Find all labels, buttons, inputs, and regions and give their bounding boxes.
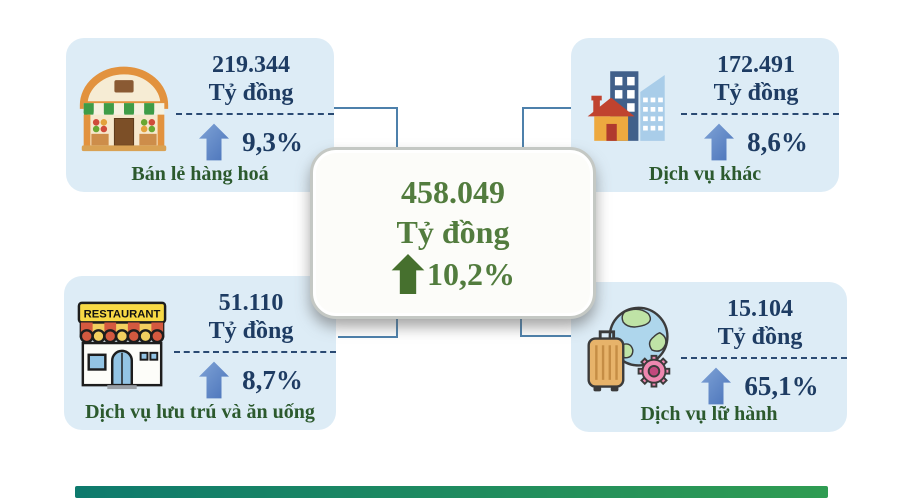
total-growth-row: 10,2% <box>391 254 515 294</box>
card-content: 172.491 Tỷ đồng 8,6% <box>571 38 839 192</box>
connector-top-right-vertical <box>522 107 524 151</box>
card-dich-vu-lu-hanh: 15.104 Tỷ đồng 65,1% Dịch vụ lữ hành <box>571 282 847 432</box>
total-change: 10,2% <box>427 255 515 292</box>
card-dich-vu-khac: 172.491 Tỷ đồng 8,6% Dịch vụ khác <box>571 38 839 192</box>
total-value: 458.049 <box>401 174 505 210</box>
connector-top-left-vertical <box>396 107 398 151</box>
card-dich-vu-luu-tru-va-an-uong: RESTAURANT <box>64 276 336 430</box>
card-value: 172.491 <box>717 52 795 78</box>
total-box: 458.049 Tỷ đồng 10,2% <box>310 147 596 319</box>
restaurant-icon: RESTAURANT <box>70 284 174 430</box>
card-unit: Tỷ đồng <box>713 79 799 106</box>
card-content: RESTAURANT <box>64 276 336 430</box>
card-stats: 15.104 Tỷ đồng 65,1% <box>681 290 847 432</box>
card-label: Dịch vụ khác <box>648 163 762 185</box>
card-unit: Tỷ đồng <box>208 79 294 106</box>
connector-bottom-right-horizontal <box>520 335 573 337</box>
card-ban-le-hang-hoa: 219.344 Tỷ đồng 9,3% Bán lẻ hàng hoá <box>66 38 334 192</box>
dashed-divider <box>174 351 336 354</box>
up-arrow-icon <box>704 123 735 161</box>
connector-bottom-left-horizontal <box>338 336 398 338</box>
connector-top-left-horizontal <box>332 107 398 109</box>
card-unit: Tỷ đồng <box>717 323 803 350</box>
up-arrow-icon <box>701 367 732 405</box>
card-label: Dịch vụ lữ hành <box>640 403 778 425</box>
card-unit: Tỷ đồng <box>208 317 294 344</box>
dashed-divider <box>681 357 847 360</box>
growth-row: 9,3% <box>176 122 326 162</box>
card-stats: 219.344 Tỷ đồng 9,3% <box>176 46 334 192</box>
travel-icon <box>577 290 681 432</box>
buildings-icon <box>577 46 681 192</box>
connector-bottom-left-vertical <box>396 310 398 338</box>
card-value: 15.104 <box>727 296 793 322</box>
total-unit: Tỷ đồng <box>396 214 510 250</box>
card-content: 15.104 Tỷ đồng 65,1% <box>571 282 847 432</box>
connector-bottom-right-vertical <box>520 310 522 337</box>
card-label: Bán lẻ hàng hoá <box>131 163 269 185</box>
growth-row: 65,1% <box>681 366 839 406</box>
growth-row: 8,6% <box>681 122 831 162</box>
connector-top-right-horizontal <box>522 107 573 109</box>
up-arrow-icon <box>199 123 230 161</box>
restaurant-sign-text: RESTAURANT <box>84 309 161 321</box>
card-label: Dịch vụ lưu trú và ăn uống <box>85 401 315 423</box>
dashed-divider <box>681 113 839 116</box>
card-change: 65,1% <box>744 370 819 401</box>
up-arrow-icon <box>391 254 425 294</box>
card-value: 51.110 <box>218 290 284 316</box>
storefront-icon <box>72 46 176 192</box>
card-stats: 172.491 Tỷ đồng 8,6% <box>681 46 839 192</box>
card-value: 219.344 <box>212 52 290 78</box>
card-change: 9,3% <box>242 126 303 157</box>
card-stats: 51.110 Tỷ đồng 8,7% <box>174 284 336 430</box>
card-change: 8,7% <box>242 364 303 395</box>
card-content: 219.344 Tỷ đồng 9,3% <box>66 38 334 192</box>
dashed-divider <box>176 113 334 116</box>
up-arrow-icon <box>199 361 230 399</box>
bottom-accent-bar <box>75 486 828 498</box>
growth-row: 8,7% <box>174 360 328 400</box>
card-change: 8,6% <box>747 126 808 157</box>
